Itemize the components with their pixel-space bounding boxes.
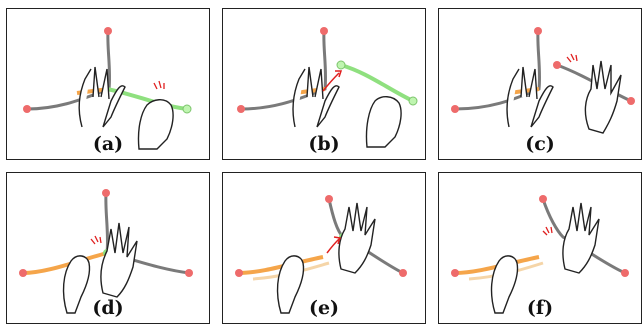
panel-c-illustration	[451, 27, 635, 134]
panel-f: (f)	[438, 172, 642, 324]
endpoint-top	[104, 27, 112, 35]
right-hand-grab	[137, 99, 174, 150]
panel-a-illustration	[23, 27, 192, 150]
panel-d-label: (d)	[92, 297, 124, 319]
panel-e-illustration	[235, 195, 407, 314]
left-hand-pinch	[78, 66, 126, 128]
motion-arrow	[322, 72, 340, 92]
endpoint-left	[23, 105, 31, 113]
panel-f-label: (f)	[526, 297, 554, 319]
curve-gray	[26, 30, 112, 111]
panel-e: (e)	[222, 172, 426, 324]
panel-d-illustration	[19, 189, 193, 314]
panel-f-illustration	[451, 195, 629, 314]
panel-c: (c)	[438, 8, 642, 160]
panel-c-label: (c)	[525, 133, 555, 155]
panel-a: (a)	[6, 8, 210, 160]
panel-b-illustration	[237, 27, 418, 148]
panel-b-label: (b)	[308, 133, 340, 155]
panel-d: (d)	[6, 172, 210, 324]
panel-e-label: (e)	[308, 297, 340, 319]
motion-marks	[153, 80, 165, 90]
panel-a-label: (a)	[92, 133, 124, 155]
panel-b: (b)	[222, 8, 426, 160]
endpoint-green	[182, 104, 192, 114]
curve-grabbed-green	[106, 87, 188, 111]
